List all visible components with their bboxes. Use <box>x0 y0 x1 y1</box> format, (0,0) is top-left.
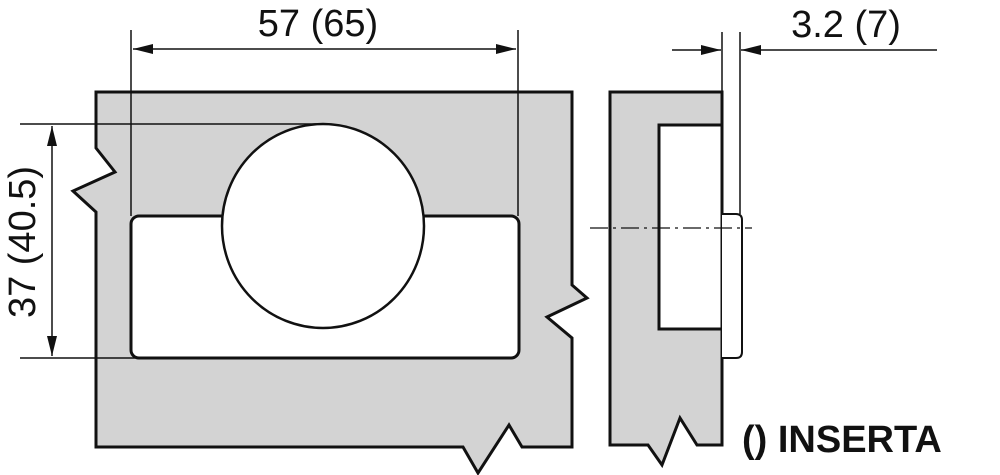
offset-dimension-label: 3.2 (7) <box>791 4 901 46</box>
cup-flange <box>722 213 743 359</box>
height-dimension-label: 37 (40.5) <box>2 166 44 318</box>
width-dimension-label: 57 (65) <box>258 3 378 45</box>
cup-bore-section <box>657 123 724 331</box>
inserta-legend: () INSERTA <box>742 419 942 461</box>
cup-bore-circle <box>220 122 426 330</box>
